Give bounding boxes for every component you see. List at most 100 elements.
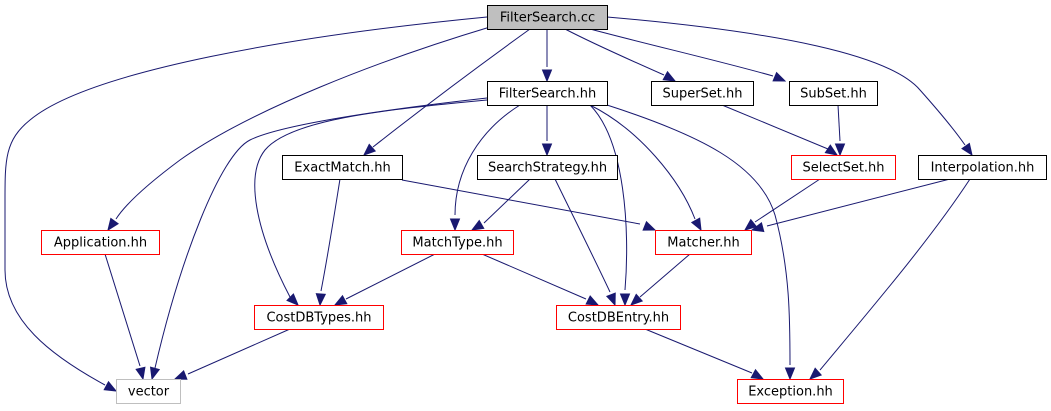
edge-line — [554, 178, 611, 293]
edge-exactmatch_hh-to-costdbtypes_hh — [315, 178, 341, 307]
edge-filtersearch_hh-to-costdbentry_hh — [589, 104, 631, 307]
edge-filtersearch_cc-to-subset_hh — [589, 28, 787, 82]
edge-filtersearch_hh-to-matcher_hh — [589, 104, 702, 232]
edge-matchtype_hh-to-costdbentry_hh — [481, 253, 600, 306]
node-box — [487, 5, 608, 30]
edge-line — [606, 104, 791, 366]
arrowhead — [135, 366, 146, 381]
edge-interpolation_hh-to-matcher_hh — [750, 178, 951, 233]
node-label: vector — [128, 385, 170, 400]
edge-filtersearch_cc-to-application_hh — [107, 26, 491, 232]
arrowhead — [809, 367, 823, 380]
node-vector[interactable]: vector — [116, 379, 181, 404]
edge-line — [606, 16, 966, 146]
node-subset-hh[interactable]: SubSet.hh — [789, 81, 878, 106]
arrowhead — [173, 369, 188, 380]
node-label: Matcher.hh — [667, 236, 739, 251]
node-label: FilterSearch.cc — [500, 11, 595, 26]
edge-line — [483, 178, 531, 224]
arrowhead — [333, 294, 348, 306]
node-matcher-hh[interactable]: Matcher.hh — [655, 230, 752, 255]
node-searchstrategy-hh[interactable]: SearchStrategy.hh — [477, 155, 618, 180]
arrowhead — [834, 143, 846, 157]
edges-layer — [4, 16, 973, 392]
arrowhead — [961, 142, 973, 157]
node-label: FilterSearch.hh — [499, 87, 596, 102]
node-box — [477, 155, 618, 180]
edge-costdbtypes_hh-to-vector — [173, 328, 291, 380]
node-label: SubSet.hh — [800, 87, 867, 102]
node-filtersearch-hh[interactable]: FilterSearch.hh — [487, 81, 608, 106]
node-interpolation-hh[interactable]: Interpolation.hh — [918, 155, 1047, 180]
arrowhead — [585, 295, 600, 306]
node-matchtype-hh[interactable]: MatchType.hh — [401, 230, 514, 255]
node-box — [791, 155, 896, 180]
node-box — [282, 155, 403, 180]
arrowhead — [824, 144, 839, 156]
arrowhead — [743, 218, 758, 231]
edge-line — [104, 253, 141, 367]
edge-line — [766, 178, 951, 227]
edge-line — [115, 26, 491, 220]
arrowhead — [750, 221, 765, 233]
node-box — [651, 81, 754, 106]
edge-line — [564, 28, 665, 76]
node-superset-hh[interactable]: SuperSet.hh — [651, 81, 754, 106]
node-label: Interpolation.hh — [931, 161, 1035, 176]
edge-line — [254, 99, 488, 298]
node-filtersearch-cc: FilterSearch.cc — [487, 5, 608, 30]
node-application-hh[interactable]: Application.hh — [41, 230, 160, 255]
node-exactmatch-hh[interactable]: ExactMatch.hh — [282, 155, 403, 180]
edge-line — [837, 104, 841, 142]
node-selectset-hh[interactable]: SelectSet.hh — [791, 155, 896, 180]
arrowhead — [619, 293, 631, 307]
edge-line — [401, 179, 641, 225]
edge-filtersearch_hh-to-matchtype_hh — [449, 104, 521, 232]
node-label: CostDBEntry.hh — [568, 311, 669, 326]
node-box — [556, 305, 681, 330]
node-label: Exception.hh — [748, 385, 833, 400]
node-box — [116, 379, 181, 404]
arrowhead — [103, 380, 118, 392]
edge-line — [644, 328, 753, 374]
edge-superset_hh-to-selectset_hh — [721, 104, 839, 156]
edge-interpolation_hh-to-exception_hh — [809, 178, 971, 380]
node-costdbentry-hh[interactable]: CostDBEntry.hh — [556, 305, 681, 330]
arrowhead — [149, 366, 161, 381]
edge-line — [589, 28, 774, 77]
edge-line — [154, 97, 488, 369]
edge-line — [4, 16, 488, 386]
edge-line — [320, 178, 341, 292]
node-label: MatchType.hh — [412, 236, 502, 251]
edge-selectset_hh-to-matcher_hh — [743, 178, 821, 231]
edge-line — [721, 104, 829, 150]
node-box — [918, 155, 1047, 180]
edge-filtersearch_hh-to-costdbtypes_hh — [254, 99, 488, 306]
node-exception-hh[interactable]: Exception.hh — [737, 379, 844, 404]
node-box — [401, 230, 514, 255]
edge-line — [481, 253, 587, 300]
arrowhead — [470, 219, 485, 231]
edge-searchstrategy_hh-to-matchtype_hh — [470, 178, 531, 231]
arrowhead — [449, 218, 461, 232]
edge-line — [819, 178, 971, 371]
edge-line — [187, 328, 291, 375]
edge-costdbentry_hh-to-exception_hh — [644, 328, 765, 380]
edge-matchtype_hh-to-costdbtypes_hh — [333, 253, 436, 306]
node-box — [655, 230, 752, 255]
arrowhead — [541, 69, 553, 83]
edge-exactmatch_hh-to-matcher_hh — [401, 179, 657, 231]
edge-line — [589, 104, 696, 220]
edge-filtersearch_cc-to-superset_hh — [564, 28, 677, 82]
arrowhead — [642, 220, 657, 231]
edge-line — [345, 253, 436, 300]
arrowhead — [605, 292, 616, 307]
arrowhead — [662, 70, 677, 82]
node-costdbtypes-hh[interactable]: CostDBTypes.hh — [254, 305, 384, 330]
node-box — [789, 81, 878, 106]
edge-filtersearch_hh-to-exception_hh — [606, 104, 796, 381]
arrowhead — [315, 293, 327, 307]
edge-application_hh-to-vector — [104, 253, 146, 381]
